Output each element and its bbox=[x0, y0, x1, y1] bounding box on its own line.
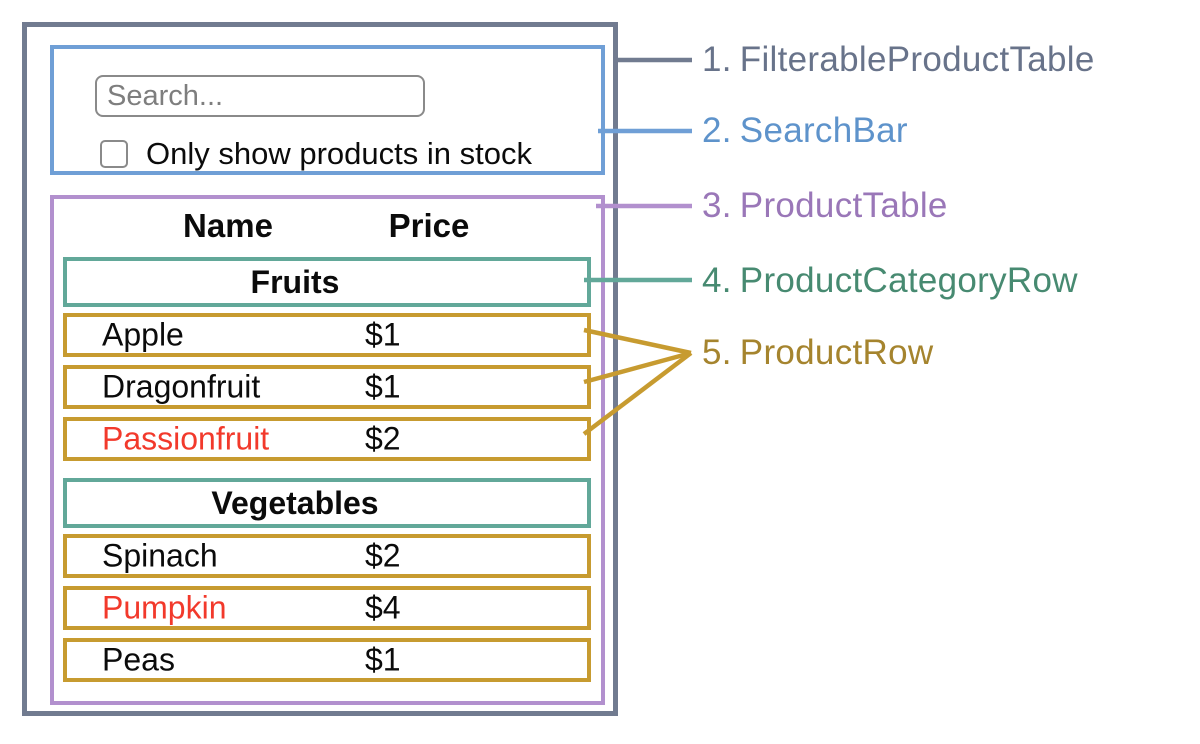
product-row-passionfruit: Passionfruit $2 bbox=[63, 417, 591, 461]
product-price: $1 bbox=[365, 368, 401, 405]
product-row-dragonfruit: Dragonfruit $1 bbox=[63, 365, 591, 409]
product-table-rows: Fruits Apple $1 Dragonfruit $1 Passionfr… bbox=[63, 257, 591, 682]
legend-item-search-bar: 2.SearchBar bbox=[702, 111, 908, 151]
legend-item-filterable-product-table: 1.FilterableProductTable bbox=[702, 40, 1095, 80]
category-row-vegetables: Vegetables bbox=[63, 478, 591, 528]
product-row-spinach: Spinach $2 bbox=[63, 534, 591, 578]
in-stock-checkbox-label: Only show products in stock bbox=[146, 136, 532, 171]
legend-number: 3. bbox=[702, 186, 732, 225]
legend-number: 2. bbox=[702, 111, 732, 150]
legend-name: SearchBar bbox=[739, 111, 908, 150]
column-header-name: Name bbox=[183, 207, 273, 244]
legend-number: 1. bbox=[702, 40, 732, 79]
legend-name: ProductCategoryRow bbox=[739, 261, 1078, 300]
filterable-product-table-box: Only show products in stock Name Price F… bbox=[22, 22, 618, 716]
legend-name: ProductRow bbox=[739, 333, 934, 372]
product-name-out-of-stock: Pumpkin bbox=[102, 589, 227, 626]
search-bar-box: Only show products in stock bbox=[50, 45, 605, 175]
product-row-peas: Peas $1 bbox=[63, 638, 591, 682]
product-price: $2 bbox=[365, 420, 401, 457]
legend-number: 4. bbox=[702, 261, 732, 300]
legend-item-product-table: 3.ProductTable bbox=[702, 186, 948, 226]
product-row-pumpkin: Pumpkin $4 bbox=[63, 586, 591, 630]
product-price: $1 bbox=[365, 641, 401, 678]
product-name: Dragonfruit bbox=[102, 368, 261, 405]
in-stock-checkbox[interactable] bbox=[100, 140, 128, 168]
product-name: Spinach bbox=[102, 537, 218, 574]
product-price: $1 bbox=[365, 316, 401, 353]
column-header-price: Price bbox=[388, 207, 470, 244]
legend-item-product-row: 5.ProductRow bbox=[702, 333, 933, 373]
category-label: Fruits bbox=[250, 263, 340, 300]
product-name: Peas bbox=[102, 641, 175, 678]
legend-name: FilterableProductTable bbox=[739, 40, 1095, 79]
category-label: Vegetables bbox=[211, 484, 379, 521]
product-row-apple: Apple $1 bbox=[63, 313, 591, 357]
product-table-box: Name Price Fruits Apple $1 Dragonfruit $… bbox=[50, 195, 605, 705]
product-name-out-of-stock: Passionfruit bbox=[102, 420, 270, 457]
legend-name: ProductTable bbox=[739, 186, 948, 225]
legend-item-product-category-row: 4.ProductCategoryRow bbox=[702, 261, 1078, 301]
category-row-fruits: Fruits bbox=[63, 257, 591, 307]
product-price: $2 bbox=[365, 537, 401, 574]
legend-number: 5. bbox=[702, 333, 732, 372]
product-name: Apple bbox=[102, 316, 184, 353]
search-input[interactable] bbox=[95, 75, 425, 117]
product-price: $4 bbox=[365, 589, 401, 626]
in-stock-filter-row: Only show products in stock bbox=[100, 136, 532, 172]
